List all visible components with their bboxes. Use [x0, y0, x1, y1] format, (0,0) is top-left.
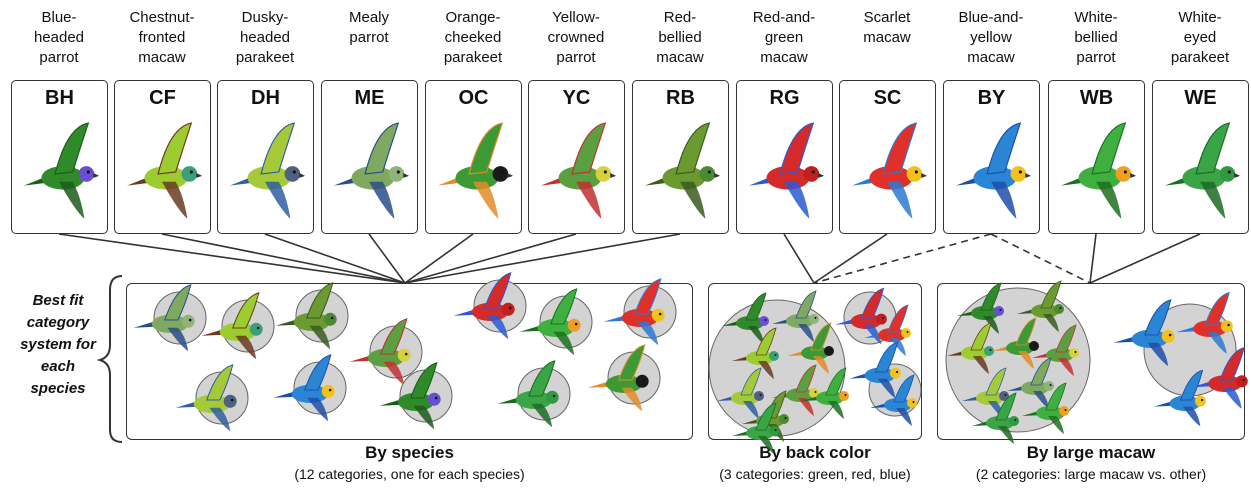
parrot-icon	[350, 319, 411, 385]
parrot-icon	[520, 289, 581, 355]
parrot-icon	[454, 273, 515, 339]
parrot-icon	[176, 365, 237, 431]
parrot-icon	[276, 283, 337, 349]
parrot-icon	[274, 355, 335, 421]
parrot-icon	[588, 345, 649, 411]
parrot-icon	[134, 285, 195, 351]
parrot-icon	[202, 293, 263, 359]
parrot-icon	[498, 361, 559, 427]
parrot-icon	[604, 279, 665, 345]
